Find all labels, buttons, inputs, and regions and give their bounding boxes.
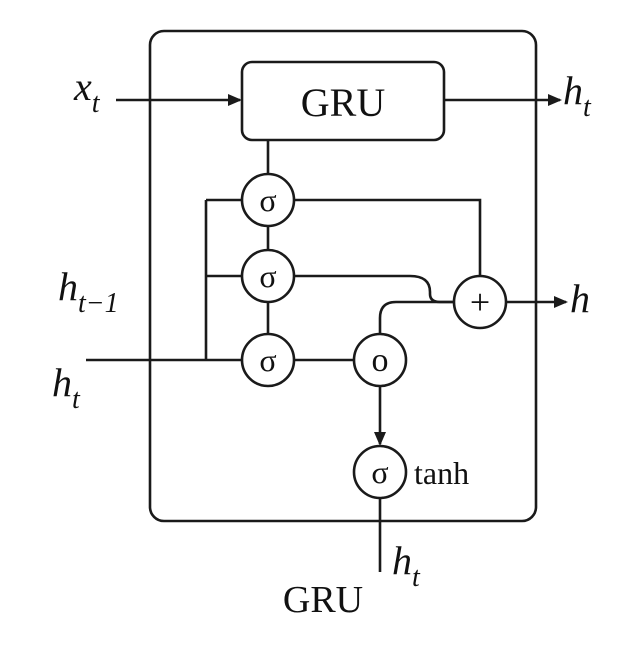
gate1-node [240,172,296,228]
adder-symbol: + [470,282,490,322]
gate3-symbol: σ [259,342,276,378]
x-input-label: xt [73,64,101,119]
gate1-symbol: σ [259,182,276,218]
gate2-node [240,248,296,304]
hadamard-node [352,332,408,388]
activation-symbol: σ [371,454,388,490]
gate1-to-adder-path [294,198,482,275]
gru-block-label: GRU [301,80,386,125]
h-prev-base: h [58,264,78,309]
gate3-node [240,332,296,388]
h-prev-sub: t−1 [78,288,119,319]
h-left-base: h [52,360,72,405]
activation-label: tanh [414,455,469,491]
activation-node [352,444,408,500]
hadamard-to-adder-path [378,300,454,334]
diagram-caption: GRU [283,579,363,621]
hadamard-symbol: o [372,342,389,379]
bottom-output-sub: t [412,562,421,593]
top-output-sub: t [583,92,592,123]
h-left-sub: t [72,384,81,415]
adder-node [452,274,508,330]
gate2-symbol: σ [259,258,276,294]
bottom-output-base: h [392,538,412,583]
top-output-label: ht [563,68,592,123]
h-prev-label: ht−1 [58,264,119,319]
x-input-base: x [73,64,92,109]
top-output-base: h [563,68,583,113]
outer-cell-frame [148,29,538,523]
h-left-label: ht [52,360,81,415]
bottom-output-label: ht [392,538,421,593]
x-input-sub: t [92,88,101,119]
right-output-label: h [570,276,590,321]
gate2-to-adder-path [294,274,454,304]
